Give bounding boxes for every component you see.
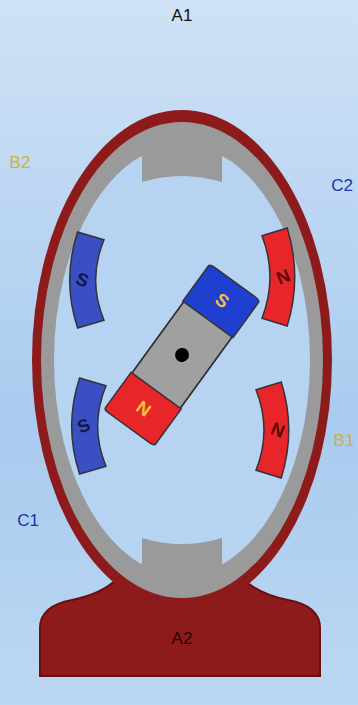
- stator-pole-north: N: [262, 228, 304, 326]
- stator-pole-top: [142, 140, 222, 182]
- rotor-shaft: [172, 345, 192, 365]
- pole-letter: A2: [172, 629, 193, 649]
- stator-ring: [41, 122, 323, 598]
- phase-label: C2: [331, 176, 353, 196]
- stator-pole-south: S: [62, 378, 106, 474]
- phase-label: C1: [17, 511, 39, 531]
- stator-pole-bottom: [142, 538, 222, 580]
- stator-bore: [54, 145, 310, 575]
- phase-label: A1: [172, 6, 193, 26]
- phase-label: B2: [10, 153, 31, 173]
- stator-rim: [32, 110, 332, 610]
- motor-base-label: A2: [140, 615, 224, 663]
- stator-pole-south: S: [60, 232, 104, 328]
- phase-label: B1: [334, 431, 355, 451]
- stator-pole-north: N: [256, 382, 298, 478]
